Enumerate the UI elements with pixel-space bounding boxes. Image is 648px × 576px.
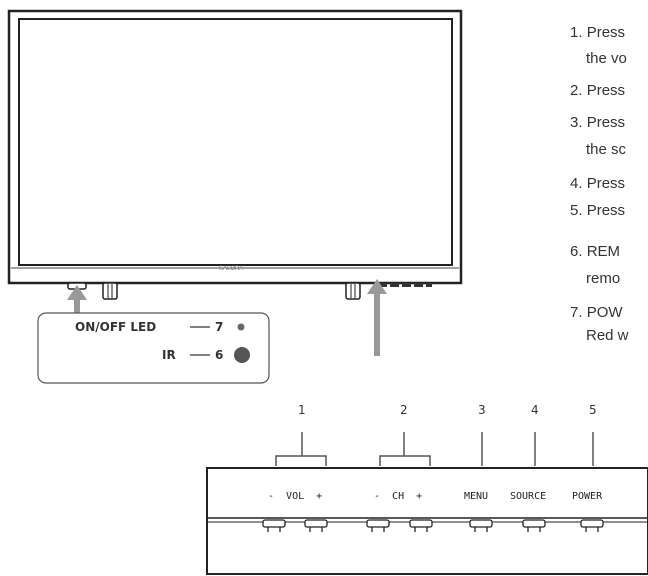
- group-number-3: 3: [478, 403, 486, 417]
- tv-side-buttons: [378, 283, 432, 287]
- tv-foot-right: [345, 282, 361, 300]
- list-item: 7. POW: [570, 304, 623, 321]
- group-number-1: 1: [298, 403, 306, 417]
- menu-label: MENU: [464, 491, 489, 502]
- button-vol-minus: [262, 519, 286, 532]
- led-dot: [237, 323, 245, 331]
- list-item: 6. REM: [570, 243, 621, 260]
- ir-dot: [234, 347, 250, 363]
- ir-number: 6: [215, 348, 224, 362]
- button-ch-minus: [366, 519, 390, 532]
- list-item-continuation: remo: [586, 270, 621, 287]
- button-menu: [469, 519, 493, 532]
- group-number-2: 2: [400, 403, 408, 417]
- tv-screen: [18, 18, 453, 266]
- tv-brand-text: SALORA: [219, 266, 244, 272]
- list-item: 2. Press: [570, 82, 626, 99]
- vol-label: - VOL +: [268, 491, 323, 502]
- list-item-continuation: Red w: [586, 327, 629, 344]
- bracket-2: [379, 432, 431, 466]
- ch-label: - CH +: [374, 491, 423, 502]
- arrow-buttons: [367, 279, 387, 356]
- arrow-ir: [67, 285, 87, 320]
- callout-box: [37, 312, 270, 384]
- led-number: 7: [215, 320, 224, 334]
- power-label: POWER: [572, 491, 603, 502]
- button-source: [522, 519, 546, 532]
- list-item-continuation: the vo: [586, 50, 627, 67]
- led-label: ON/OFF LED: [75, 320, 157, 334]
- source-label: SOURCE: [510, 491, 547, 502]
- group-number-4: 4: [531, 403, 539, 417]
- ir-label: IR: [162, 348, 176, 362]
- list-item-continuation: the sc: [586, 141, 627, 158]
- button-ch-plus: [409, 519, 433, 532]
- button-power: [580, 519, 604, 532]
- list-item: 5. Press: [570, 202, 626, 219]
- tv-foot-left: [102, 282, 118, 300]
- group-number-5: 5: [589, 403, 597, 417]
- button-vol-plus: [304, 519, 328, 532]
- list-item: 4. Press: [570, 175, 626, 192]
- list-item: 3. Press: [570, 114, 626, 131]
- bracket-1: [275, 432, 327, 466]
- list-item: 1. Press: [570, 24, 626, 41]
